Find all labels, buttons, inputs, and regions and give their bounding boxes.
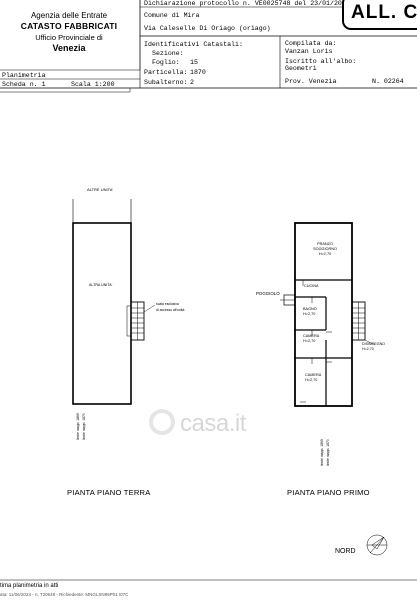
scala-label: Scala 1:200 (71, 81, 115, 88)
province-name: Venezia (52, 43, 86, 53)
ground-stair-note-1: scala esclusiva (156, 302, 179, 306)
particella-value: 1870 (190, 69, 206, 76)
disimpegno-height: H=2,70 (362, 347, 374, 351)
watermark-logo (149, 409, 175, 435)
prov-label: Prov. Venezia (285, 78, 337, 85)
comune: Comune di Mira (144, 12, 200, 19)
ground-side-1: limite mapp. 1869 (76, 413, 80, 440)
particella-row: Particella: 1870 (144, 69, 206, 76)
ground-inner-label: ALTRA UNITA' (89, 283, 113, 287)
stamp-text: ALL. C (351, 2, 417, 23)
watermark-text: casa.it (180, 410, 246, 437)
room-name: BAGNO (303, 307, 317, 311)
ground-top-label: ALTRE UNITA' (87, 187, 114, 192)
disimpegno-label: DISIMPEGNO H=2,70 (362, 342, 385, 352)
footer-line-1: tima planimetria in atti (0, 583, 59, 589)
room-height: H=2,70 (318, 252, 332, 256)
poggiolo-label: POGGIOLO (256, 291, 280, 296)
protocol-label: Dichiarazione protocollo n. (144, 0, 251, 7)
first-floor-caption: PIANTA PIANO PRIMO (287, 488, 370, 497)
first-side-2: limite mapp. 1870 (326, 439, 330, 466)
north-label: NORD (335, 548, 356, 555)
first-side-1: limite mapp. 1869 (320, 439, 324, 466)
ground-floor-plan (72, 199, 156, 405)
document-header: Agenzia delle Entrate CATASTO FABBRICATI… (0, 0, 417, 98)
agency-block: Agenzia delle Entrate CATASTO FABBRICATI… (0, 10, 138, 54)
foglio-row: Foglio: 15 (152, 59, 198, 66)
disimpegno-name: DISIMPEGNO (362, 342, 385, 346)
number-label: N. 02264 (372, 78, 404, 85)
footer-line-2: ata: 11/06/2024 - n. T20648 - Richiedent… (0, 592, 129, 597)
subalterno-value: 2 (190, 79, 194, 86)
foglio-value: 15 (190, 59, 198, 66)
subalterno-row: Subalterno: 2 (144, 79, 194, 86)
compiled-name: Vanzan Loris (285, 48, 333, 55)
room-label-camera-2: CAMERA H=2,70 (305, 373, 321, 383)
room-height: H=2,70 (305, 378, 318, 382)
registry-name: CATASTO FABBRICATI (20, 21, 118, 31)
foglio-label: Foglio: (152, 59, 180, 66)
ground-side-2: limite mapp. 1870 (82, 413, 86, 440)
room-label-cucina: CUCINA (304, 284, 319, 288)
room-name: CAMERA (305, 373, 322, 377)
room-label-bagno: BAGNO H=2,70 (303, 307, 317, 317)
registered-value: Geometri (285, 65, 317, 72)
catastal-title: Identificativi Catastali: (144, 41, 243, 48)
room-name: CAMERA (303, 334, 320, 338)
office-name: Ufficio Provinciale di (35, 33, 103, 42)
planimetria-title: Planimetria (2, 72, 46, 79)
scheda-label: Scheda n. 1 (2, 81, 46, 88)
registered-label: Iscritto all'albo: (285, 58, 357, 65)
room-label-pranzo: PRANZO SOGGIORNO H=2,70 (310, 242, 340, 257)
sezione-label: Sezione: (152, 50, 184, 57)
particella-label: Particella: (144, 69, 188, 76)
subalterno-label: Subalterno: (144, 79, 188, 86)
room-label-camera-1: CAMERA H=2,70 (303, 334, 319, 344)
compiled-label: Compilata da: (285, 40, 337, 47)
first-floor-plan (280, 222, 376, 407)
protocol-value: VE0025748 del 23/01/2024 (254, 0, 350, 7)
address: Via Caleselle Di Oriago (oriago) (144, 25, 271, 32)
sezione-row: Sezione: (152, 50, 184, 57)
room-name: PRANZO SOGGIORNO (313, 242, 337, 251)
room-height: H=2,70 (303, 339, 316, 343)
attachment-stamp: ALL. C (342, 0, 417, 30)
ground-stair-note-2: di accesso all'unità (156, 308, 185, 312)
room-height: H=2,70 (303, 312, 316, 316)
ground-floor-caption: PIANTA PIANO TERRA (67, 488, 151, 497)
agency-name: Agenzia delle Entrate (30, 11, 108, 20)
protocol-line: Dichiarazione protocollo n. VE0025748 de… (144, 0, 350, 7)
north-compass-icon (366, 534, 388, 556)
